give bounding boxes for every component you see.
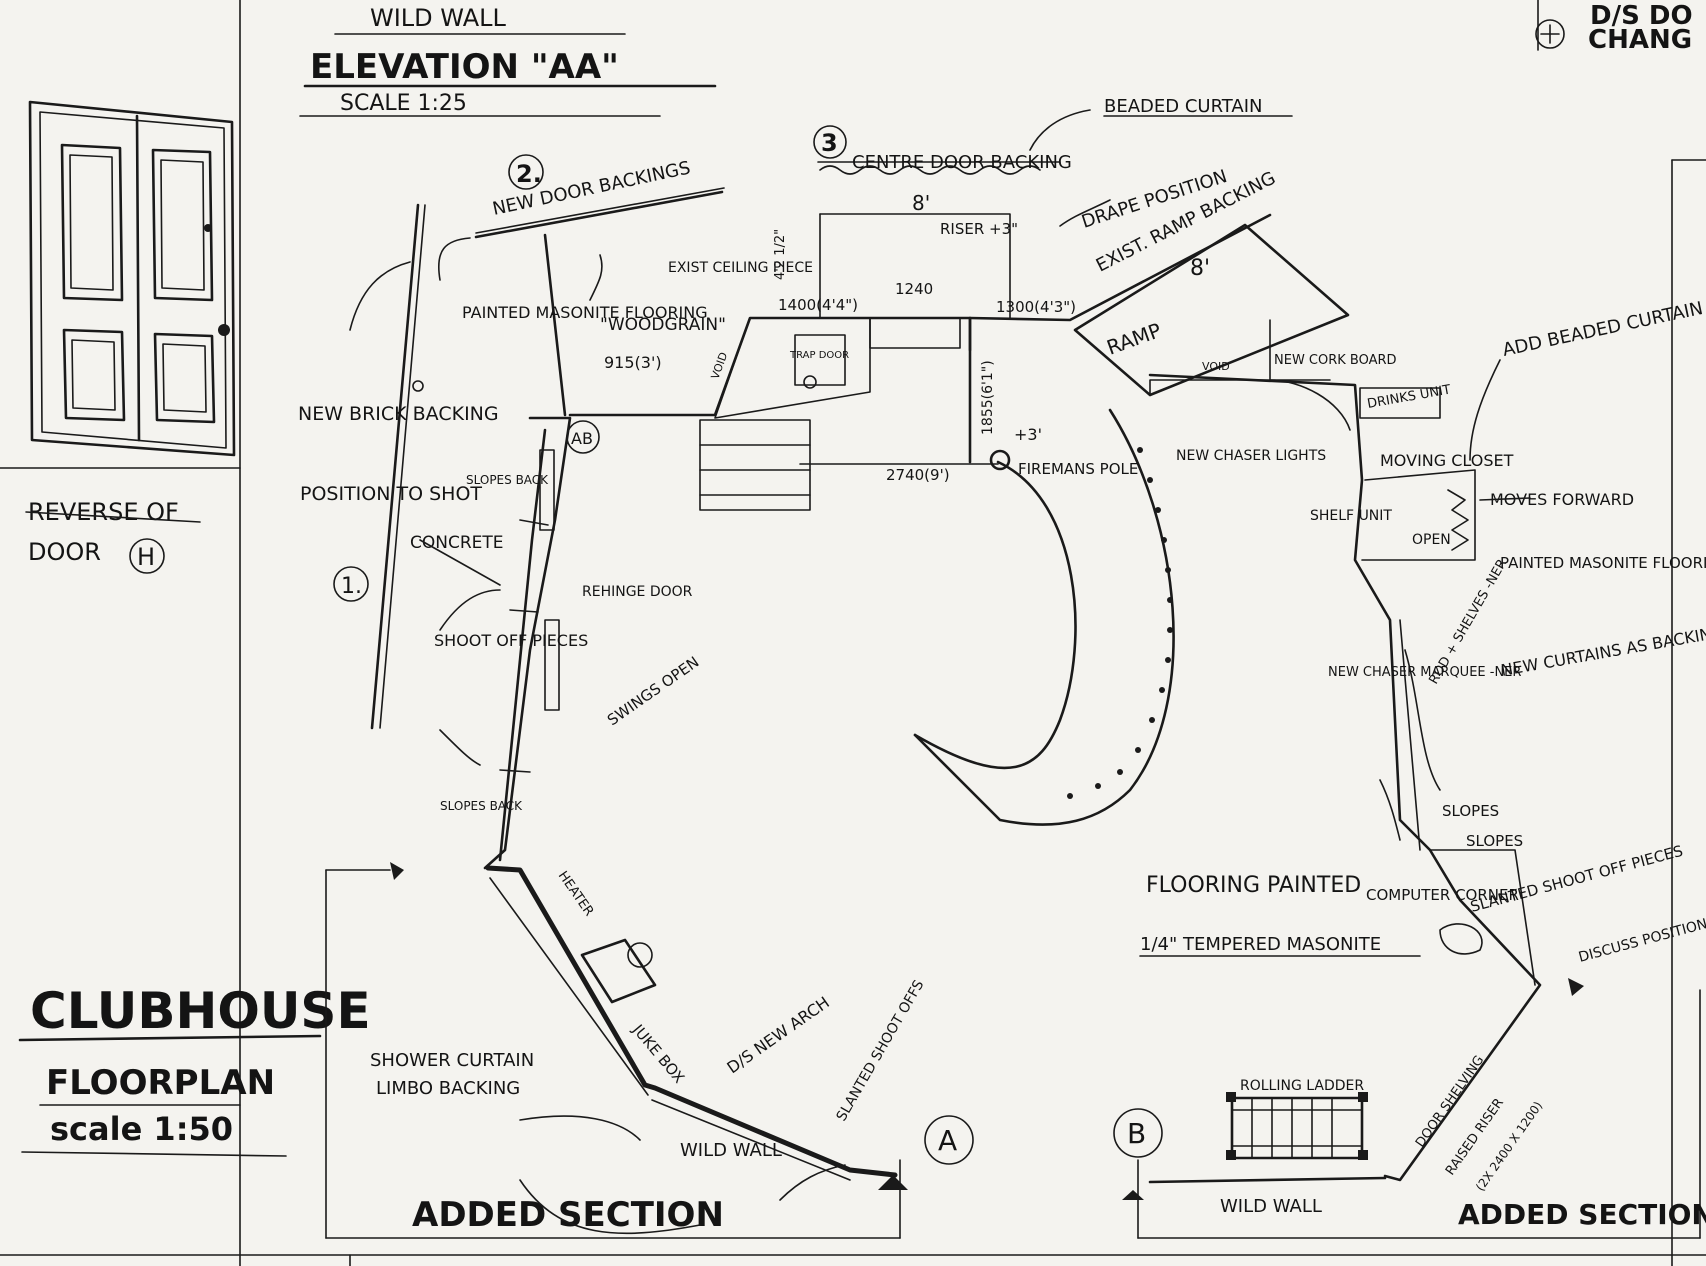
title-scale: scale 1:50 bbox=[50, 1110, 233, 1148]
note-moving-closet: MOVING CLOSET bbox=[1380, 451, 1514, 470]
note-plus3: +3' bbox=[1014, 425, 1042, 444]
title-clubhouse: CLUBHOUSE bbox=[30, 982, 371, 1040]
note-add-beaded-curtain: ADD BEADED CURTAIN bbox=[1501, 298, 1705, 361]
marker-AB: AB bbox=[571, 429, 593, 448]
note-shoot-off-pieces: SHOOT OFF PIECES bbox=[434, 631, 588, 650]
note-dim-1300: 1300(4'3") bbox=[996, 298, 1076, 316]
left-wall bbox=[483, 416, 898, 1181]
note-new-curtains: NEW CURTAINS AS BACKING FOR CLOSET bbox=[1499, 604, 1706, 680]
note-painted-masonite-left: PAINTED MASONITE FLOORING bbox=[462, 303, 708, 322]
note-slanted-shoot-offs: SLANTED SHOOT OFFS bbox=[834, 977, 928, 1124]
note-dim-vert: 4'2 1/2" bbox=[773, 229, 788, 280]
note-woodgrain: "WOODGRAIN" bbox=[600, 315, 726, 335]
note-void-right: VOID bbox=[1202, 360, 1230, 373]
note-dim-1400: 1400(4'4") bbox=[778, 296, 858, 314]
added-section-borders bbox=[325, 869, 1701, 1239]
note-slopes-back-2: SLOPES BACK bbox=[440, 799, 523, 813]
chaser-lights bbox=[1067, 447, 1173, 799]
elevation-header: WILD WALL ELEVATION "AA" SCALE 1:25 bbox=[299, 4, 717, 117]
note-trap-door: TRAP DOOR bbox=[789, 350, 849, 361]
corner-note: D/S DO CHANG bbox=[1535, 0, 1693, 55]
note-beaded-curtain: BEADED CURTAIN bbox=[1104, 96, 1262, 117]
note-heater: HEATER bbox=[555, 869, 597, 919]
note-centre-door-backing: CENTRE DOOR BACKING bbox=[852, 152, 1072, 173]
note-dim-1855: 1855(6'1") bbox=[980, 360, 996, 435]
note-shower-curtain: SHOWER CURTAIN bbox=[370, 1050, 534, 1071]
title-block: CLUBHOUSE FLOORPLAN scale 1:50 bbox=[18, 982, 371, 1157]
round-platform bbox=[913, 408, 1175, 826]
note-tempered-masonite: 1/4" TEMPERED MASONITE bbox=[1140, 934, 1381, 955]
elevation-top-label: WILD WALL bbox=[370, 4, 506, 32]
note-riser: RISER +3" bbox=[940, 220, 1018, 238]
note-void-left: VOID bbox=[709, 351, 731, 381]
elevation-title: ELEVATION "AA" bbox=[310, 47, 619, 87]
note-new-brick-backing: NEW BRICK BACKING bbox=[298, 403, 499, 425]
corner-note-line1: D/S DO bbox=[1590, 1, 1693, 31]
note-ds-new-arch: D/S NEW ARCH bbox=[723, 993, 833, 1078]
note-dim-915: 915(3') bbox=[604, 353, 662, 372]
note-top-dim: 8' bbox=[912, 191, 930, 215]
note-computer-corner: COMPUTER CORNER bbox=[1366, 886, 1519, 904]
added-section-right: ADDED SECTION bbox=[1458, 1198, 1706, 1231]
note-firemans-pole: FIREMANS POLE bbox=[1018, 460, 1138, 478]
note-rolling-ladder: ROLLING LADDER bbox=[1240, 1078, 1364, 1094]
note-ramp-dim: 8' bbox=[1190, 256, 1210, 281]
note-new-chaser-lights: NEW CHASER LIGHTS bbox=[1176, 448, 1326, 464]
note-slanted-shoot-off-right: SLANTED SHOOT OFF PIECES bbox=[1468, 842, 1684, 916]
note-rehinge-door: REHINGE DOOR bbox=[582, 584, 693, 600]
central-platform bbox=[568, 213, 1350, 511]
firemans-pole-icon bbox=[989, 449, 1011, 471]
note-exist-ceiling-piece: EXIST CEILING PIECE bbox=[668, 260, 813, 276]
note-wild-wall-right: WILD WALL bbox=[1220, 1196, 1322, 1217]
note-slopes-1: SLOPES bbox=[1442, 802, 1499, 820]
added-section-left: ADDED SECTION bbox=[412, 1195, 724, 1235]
note-swings-open: SWINGS OPEN bbox=[604, 653, 702, 729]
marker-3: 3 bbox=[821, 129, 838, 157]
brick-backing-wall bbox=[370, 203, 567, 730]
note-open: OPEN bbox=[1412, 532, 1451, 548]
elevation-scale: SCALE 1:25 bbox=[340, 91, 467, 116]
door-caption-line2: DOOR bbox=[28, 538, 101, 566]
note-position-to-shot: POSITION TO SHOT bbox=[300, 483, 482, 505]
note-limbo-backing: LIMBO BACKING bbox=[376, 1078, 520, 1099]
note-dim-1240: 1240 bbox=[895, 280, 933, 298]
door-elevation-sketch bbox=[28, 100, 236, 457]
note-slopes-back-1: SLOPES BACK bbox=[466, 473, 549, 487]
marker-2: 2. bbox=[516, 160, 542, 188]
corner-note-line2: CHANG bbox=[1588, 25, 1692, 55]
rolling-ladder bbox=[1226, 1092, 1368, 1160]
marker-B: B bbox=[1127, 1117, 1146, 1150]
marker-1: 1. bbox=[341, 574, 362, 599]
note-slopes-2: SLOPES bbox=[1466, 832, 1523, 850]
note-juke-box: JUKE BOX bbox=[628, 1020, 688, 1086]
note-discuss-position: DISCUSS POSITION bbox=[1577, 916, 1706, 966]
note-moves-forward: MOVES FORWARD bbox=[1490, 490, 1634, 509]
door-caption-line1: REVERSE OF bbox=[28, 498, 179, 526]
right-wall bbox=[1148, 319, 1542, 1184]
note-painted-masonite-right: PAINTED MASONITE FLOORING. bbox=[1500, 554, 1706, 572]
leader-arrows bbox=[349, 109, 1531, 1235]
note-wild-wall-left: WILD WALL bbox=[680, 1140, 782, 1161]
title-floorplan: FLOORPLAN bbox=[46, 1063, 275, 1103]
note-shelf-unit: SHELF UNIT bbox=[1310, 508, 1392, 524]
note-dim-2740: 2740(9') bbox=[886, 466, 950, 484]
marker-A: A bbox=[938, 1124, 957, 1157]
door-caption-marker: H bbox=[137, 543, 155, 571]
note-new-chaser-marquee: NEW CHASER MARQUEE -NER bbox=[1328, 665, 1521, 680]
juke-box bbox=[580, 938, 657, 1004]
note-ramp: RAMP bbox=[1104, 318, 1165, 360]
note-flooring-painted: FLOORING PAINTED bbox=[1146, 873, 1361, 898]
section-markers: 1. 2. 3 A B AB bbox=[333, 125, 1584, 1200]
note-new-cork-board: NEW CORK BOARD bbox=[1274, 353, 1397, 368]
door-backing-top bbox=[474, 161, 1061, 239]
note-drinks-unit: DRINKS UNIT bbox=[1366, 382, 1452, 411]
annotations: NEW DOOR BACKINGS CENTRE DOOR BACKING BE… bbox=[298, 96, 1706, 1235]
door-caption: REVERSE OF DOOR H bbox=[25, 498, 201, 574]
